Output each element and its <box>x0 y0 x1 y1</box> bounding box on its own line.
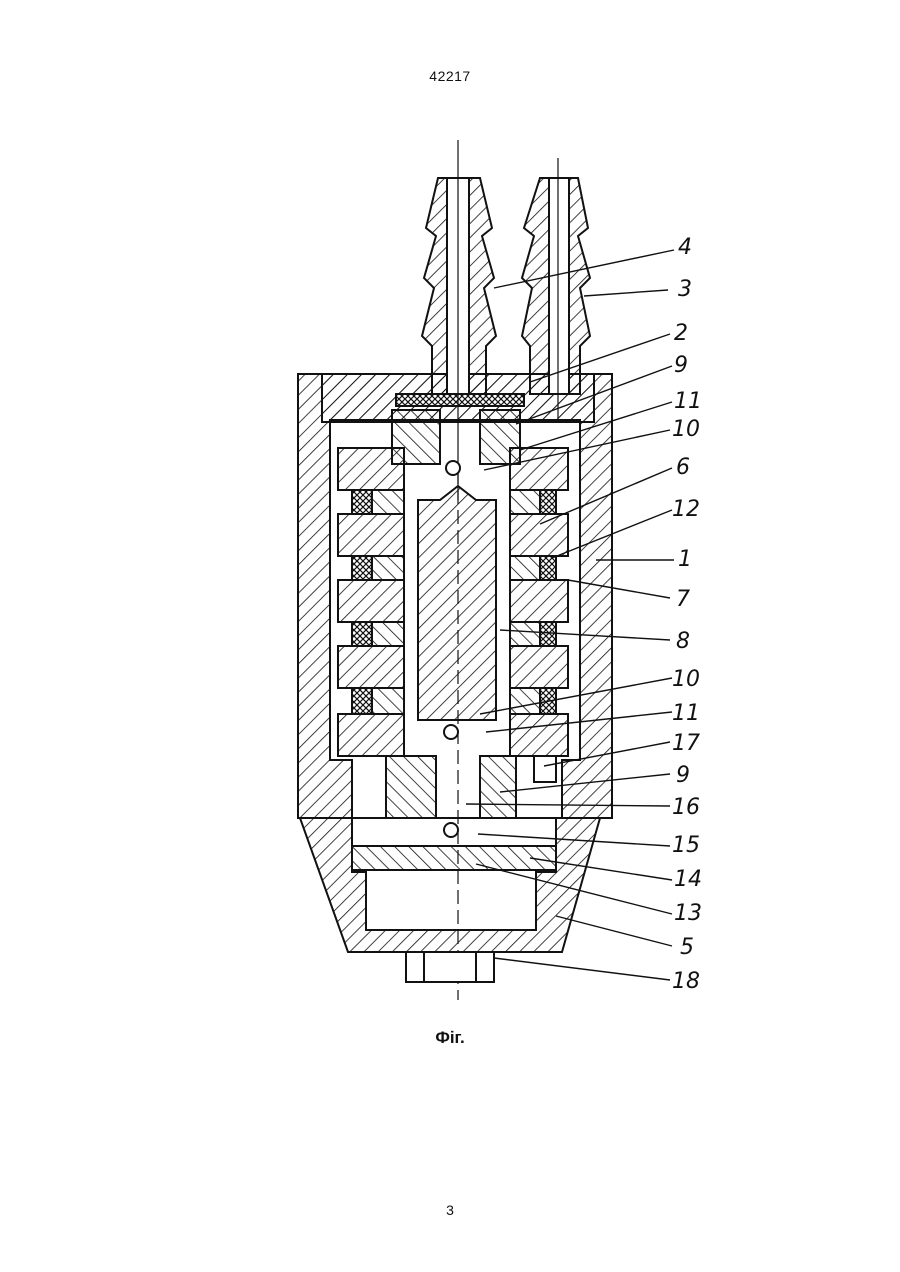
lower-plate <box>352 846 556 870</box>
callout-label: 1 <box>678 547 692 572</box>
callout-label: 18 <box>672 969 700 994</box>
bottom-fitting <box>406 952 494 982</box>
callout-label: 15 <box>672 833 700 858</box>
page-number: 3 <box>0 1202 900 1218</box>
callout-label: 9 <box>674 353 688 378</box>
callout-label: 7 <box>676 587 690 612</box>
callout-label: 10 <box>672 667 700 692</box>
callout-label: 11 <box>674 389 702 414</box>
callout-label: 4 <box>678 235 692 260</box>
callout-label: 17 <box>672 731 700 756</box>
central-shaft <box>418 486 496 720</box>
callout-label: 8 <box>676 629 690 654</box>
callout-label: 12 <box>672 497 700 522</box>
callout-label: 14 <box>674 867 702 892</box>
callout-label: 10 <box>672 417 700 442</box>
callout-label: 9 <box>676 763 690 788</box>
lower-housing <box>300 818 600 952</box>
callout-label: 5 <box>680 935 694 960</box>
callout-label: 6 <box>676 455 690 480</box>
callout-label: 2 <box>674 321 688 346</box>
lower-block-right <box>480 756 516 818</box>
callout-label: 11 <box>672 701 700 726</box>
callout-label: 13 <box>674 901 702 926</box>
callout-label: 16 <box>672 795 700 820</box>
figure-caption: Фіг. <box>0 1028 900 1048</box>
callout-label: 3 <box>678 277 692 302</box>
lower-block-left <box>386 756 436 818</box>
